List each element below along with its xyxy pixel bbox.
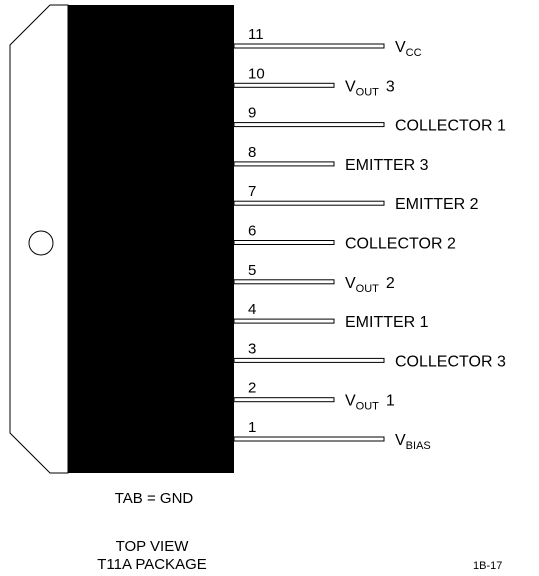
pin-label-11: VCC <box>395 39 422 59</box>
pin-number-3: 3 <box>248 340 256 357</box>
pin-lead-11 <box>233 43 385 49</box>
pin-number-5: 5 <box>248 262 256 279</box>
pin-lead-8 <box>233 161 335 167</box>
pin-lead-2 <box>233 397 335 403</box>
pin-number-1: 1 <box>248 419 256 436</box>
pin-number-9: 9 <box>248 105 256 122</box>
pin-lead-1 <box>233 436 385 442</box>
pin-number-4: 4 <box>248 301 256 318</box>
pin-lead-7 <box>233 200 385 206</box>
pin-lead-6 <box>233 240 335 245</box>
pin-label-4: EMITTER 1 <box>345 314 429 331</box>
pin-label-7: EMITTER 2 <box>395 196 479 213</box>
pin-lead-5 <box>233 279 335 285</box>
pin-number-8: 8 <box>248 144 256 161</box>
view-label: TOP VIEW <box>116 538 190 555</box>
mounting-hole-icon <box>28 230 54 256</box>
pin-number-6: 6 <box>248 223 256 240</box>
pin-lead-9 <box>233 122 385 128</box>
package-name-label: T11A PACKAGE <box>97 556 207 573</box>
tab-ground-note: TAB = GND <box>115 490 194 507</box>
pin-lead-4 <box>233 318 335 324</box>
pin-label-3: COLLECTOR 3 <box>395 353 506 370</box>
figure-code: 1B-17 <box>473 560 502 572</box>
pin-label-8: EMITTER 3 <box>345 157 429 174</box>
pin-label-9: COLLECTOR 1 <box>395 118 506 135</box>
pin-number-10: 10 <box>248 65 265 82</box>
pin-number-11: 11 <box>248 26 264 43</box>
pin-label-1: VBIAS <box>395 432 431 452</box>
pin-number-7: 7 <box>248 183 256 200</box>
pin-label-6: COLLECTOR 2 <box>345 236 456 253</box>
pin-number-2: 2 <box>248 380 256 397</box>
pin-lead-10 <box>233 82 335 88</box>
package-body <box>68 5 234 473</box>
pin-lead-3 <box>233 357 385 363</box>
